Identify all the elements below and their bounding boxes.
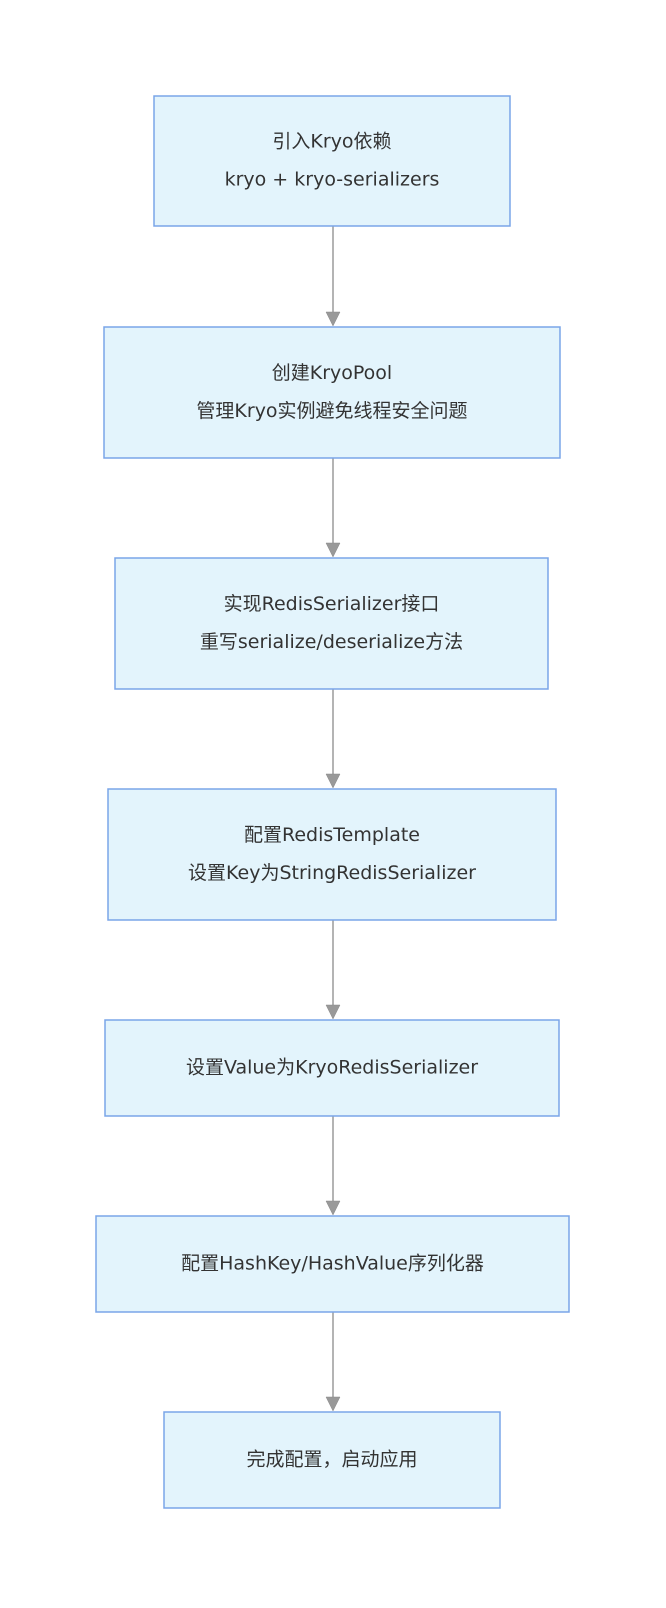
flow-edge-5 xyxy=(325,1116,341,1216)
flow-edge-3 xyxy=(325,689,341,789)
arrow-head-icon xyxy=(325,1004,341,1020)
flow-node-box xyxy=(103,326,561,459)
flow-edge-1 xyxy=(325,226,341,327)
nodes-layer: 引入Kryo依赖 kryo + kryo-serializers 创建KryoPoo… xyxy=(95,95,570,1509)
flow-node-label: 重写serialize/deserialize方法 xyxy=(200,631,463,653)
flow-node-label: 完成配置，启动应用 xyxy=(246,1449,417,1471)
flow-node-label: 设置Value为KryoRedisSerializer xyxy=(186,1057,478,1079)
flow-node-box xyxy=(153,95,511,227)
flow-node-box xyxy=(104,1019,560,1117)
flow-node-4: 配置RedisTemplate 设置Key为StringRedisSerializ… xyxy=(107,788,557,921)
flow-node-3: 实现RedisSerializer接口重写serialize/deseriali… xyxy=(114,557,549,690)
flow-node-2: 创建KryoPool 管理Kryo实例避免线程安全问题 xyxy=(103,326,561,459)
flow-node-box xyxy=(163,1411,501,1509)
edges-layer xyxy=(325,226,341,1412)
flow-node-box xyxy=(107,788,557,921)
flow-node-6: 配置HashKey/HashValue序列化器 xyxy=(95,1215,570,1313)
flow-node-label: 创建KryoPool xyxy=(272,362,392,384)
flow-node-label: 实现RedisSerializer接口 xyxy=(224,593,440,615)
flow-node-label: 管理Kryo实例避免线程安全问题 xyxy=(196,400,467,422)
arrow-head-icon xyxy=(325,542,341,558)
flow-edge-2 xyxy=(325,458,341,558)
flow-node-label: 配置HashKey/HashValue序列化器 xyxy=(181,1253,484,1275)
flow-node-box xyxy=(114,557,549,690)
flow-node-label: 配置RedisTemplate xyxy=(244,824,420,846)
arrow-head-icon xyxy=(325,1200,341,1216)
flow-node-7: 完成配置，启动应用 xyxy=(163,1411,501,1509)
flow-node-label: 引入Kryo依赖 xyxy=(272,131,391,153)
arrow-head-icon xyxy=(325,773,341,789)
arrow-head-icon xyxy=(325,311,341,327)
flow-node-5: 设置Value为KryoRedisSerializer xyxy=(104,1019,560,1117)
flow-node-label: kryo + kryo-serializers xyxy=(225,169,440,191)
flow-node-box xyxy=(95,1215,570,1313)
flow-edge-4 xyxy=(325,920,341,1020)
flow-edge-6 xyxy=(325,1312,341,1412)
flow-node-1: 引入Kryo依赖 kryo + kryo-serializers xyxy=(153,95,511,227)
arrow-head-icon xyxy=(325,1396,341,1412)
flow-node-label: 设置Key为StringRedisSerializer xyxy=(188,862,476,884)
